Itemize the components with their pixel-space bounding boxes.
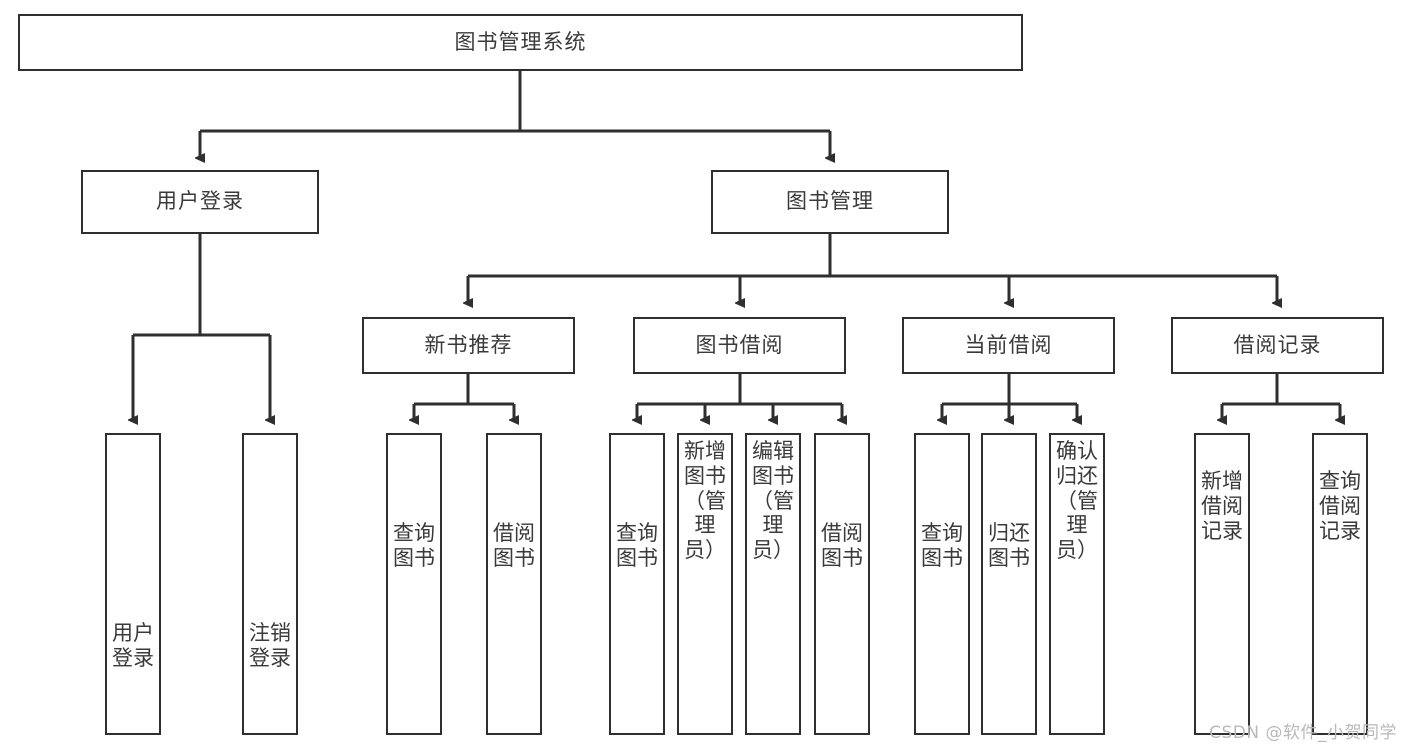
node-label: 归还图书 (988, 521, 1030, 570)
leaf-query-book-current[interactable]: 查询图书 (914, 433, 970, 735)
leaf-confirm-return-admin[interactable]: 确认归还（管理员） (1049, 433, 1105, 735)
node-book-management[interactable]: 图书管理 (711, 170, 949, 234)
leaf-borrow-book-recommend[interactable]: 借阅图书 (486, 433, 542, 735)
leaf-logout[interactable]: 注销登录 (242, 433, 298, 735)
node-label: 用户登录 (156, 189, 244, 214)
node-label: 用户登录 (112, 621, 154, 671)
node-new-book-recommend[interactable]: 新书推荐 (362, 317, 575, 374)
leaf-user-login[interactable]: 用户登录 (105, 433, 161, 735)
leaf-return-book[interactable]: 归还图书 (981, 433, 1037, 735)
node-label: 新增图书（管理员） (684, 439, 726, 563)
node-book-borrow[interactable]: 图书借阅 (633, 317, 846, 374)
node-label: 新增借阅记录 (1201, 469, 1243, 543)
leaf-query-book-borrow[interactable]: 查询图书 (609, 433, 665, 735)
node-label: 确认归还（管理员） (1056, 439, 1098, 563)
leaf-add-borrow-record[interactable]: 新增借阅记录 (1194, 433, 1250, 735)
node-label: 当前借阅 (964, 332, 1053, 357)
node-label: 图书借阅 (695, 332, 784, 357)
node-label: 借阅图书 (493, 521, 535, 570)
leaf-query-book-recommend[interactable]: 查询图书 (386, 433, 442, 735)
node-label: 借阅图书 (821, 521, 863, 570)
node-label: 查询图书 (921, 521, 963, 570)
node-label: 查询借阅记录 (1319, 469, 1361, 543)
node-label: 图书管理系统 (454, 29, 587, 54)
csdn-watermark: CSDN @软件_小贺同学 (1209, 723, 1397, 743)
node-label: 编辑图书（管理员） (752, 439, 794, 563)
node-current-borrow[interactable]: 当前借阅 (902, 317, 1115, 374)
leaf-edit-book-admin[interactable]: 编辑图书（管理员） (745, 433, 801, 735)
node-label: 图书管理 (786, 189, 874, 214)
leaf-query-borrow-record[interactable]: 查询借阅记录 (1312, 433, 1368, 735)
node-user-login[interactable]: 用户登录 (81, 170, 319, 234)
leaf-add-book-admin[interactable]: 新增图书（管理员） (677, 433, 733, 735)
node-label: 注销登录 (249, 621, 291, 671)
leaf-borrow-book[interactable]: 借阅图书 (814, 433, 870, 735)
node-label: 借阅记录 (1233, 332, 1322, 357)
node-borrow-record[interactable]: 借阅记录 (1171, 317, 1384, 374)
node-label: 新书推荐 (424, 332, 513, 357)
node-label: 查询图书 (616, 521, 658, 570)
node-label: 查询图书 (393, 521, 435, 570)
node-root-book-management-system[interactable]: 图书管理系统 (18, 14, 1023, 71)
